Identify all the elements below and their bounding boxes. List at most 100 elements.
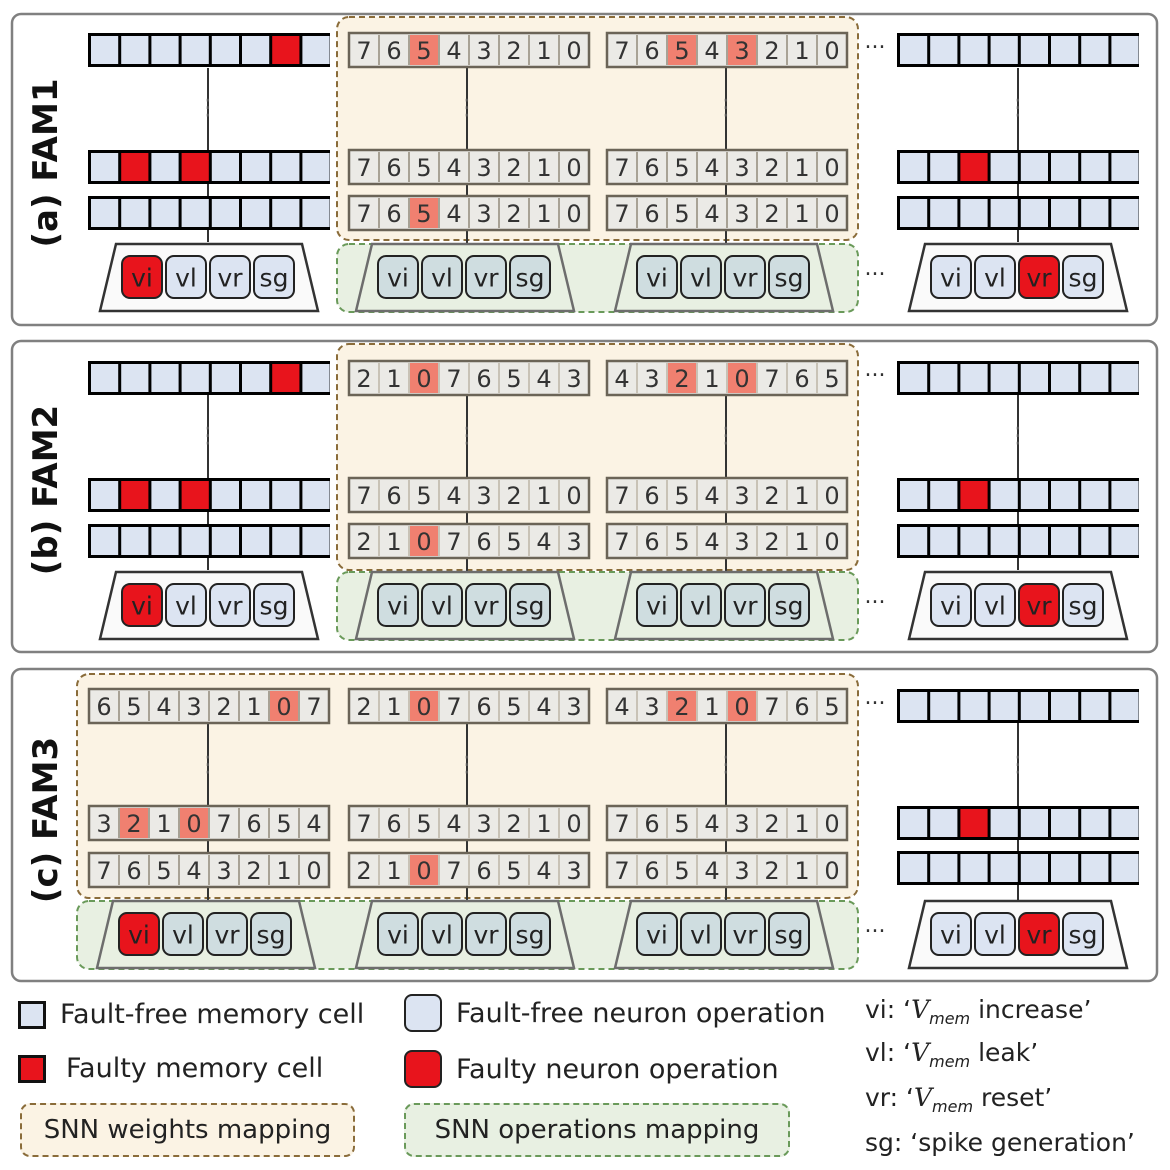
weight-bit-digit: 2 bbox=[674, 693, 689, 721]
fault-free-cell-swatch bbox=[18, 1000, 46, 1029]
weight-bit-digit: 5 bbox=[126, 693, 141, 721]
fault-free-op-label: Fault-free neuron operation bbox=[456, 997, 826, 1029]
op-label-vl: vl bbox=[431, 921, 453, 950]
op-vr bbox=[724, 912, 766, 956]
weight-bit-digit: 2 bbox=[764, 200, 779, 228]
op-label-sg: sg bbox=[516, 592, 545, 621]
weight-bit-digit: 1 bbox=[704, 365, 719, 393]
memory-cell bbox=[181, 199, 209, 227]
memory-cell bbox=[272, 153, 300, 181]
memory-cell bbox=[990, 364, 1018, 392]
weight-bit-digit: 1 bbox=[386, 857, 401, 885]
weight-bit-digit: 6 bbox=[386, 810, 401, 838]
weight-bit-digit: 1 bbox=[246, 693, 261, 721]
weight-bit-digit: 4 bbox=[704, 482, 719, 510]
weight-bit-digit: 5 bbox=[506, 365, 521, 393]
weight-bit-digit: 2 bbox=[126, 810, 141, 838]
op-label-vi: vi bbox=[646, 921, 668, 950]
memory-cell bbox=[302, 527, 330, 555]
weight-bit-digit: 6 bbox=[246, 810, 261, 838]
memory-cell bbox=[91, 36, 119, 64]
memory-cell bbox=[302, 199, 330, 227]
memory-cell bbox=[960, 36, 988, 64]
faulty-op-vr bbox=[1018, 255, 1060, 299]
weight-bit-digit: 6 bbox=[644, 37, 659, 65]
memory-cell bbox=[302, 36, 330, 64]
weight-bit-digit: 2 bbox=[216, 693, 231, 721]
memory-cell bbox=[151, 481, 179, 509]
op-label-vi: vi bbox=[940, 921, 962, 950]
vertical-ellipsis: ⋮ bbox=[715, 753, 737, 778]
weight-bit-digit: 4 bbox=[614, 693, 629, 721]
weight-bit-digit: 4 bbox=[446, 810, 461, 838]
op-label-vr: vr bbox=[732, 264, 758, 293]
faulty-cell-swatch bbox=[18, 1054, 46, 1083]
memory-cell bbox=[930, 809, 958, 837]
memory-cell bbox=[1081, 364, 1109, 392]
op-label-sg: sg bbox=[775, 592, 804, 621]
memory-cell bbox=[930, 153, 958, 181]
memory-cell bbox=[1081, 854, 1109, 882]
op-label-vl: vl bbox=[690, 264, 712, 293]
weight-bit-digit: 1 bbox=[794, 810, 809, 838]
memory-cell bbox=[91, 527, 119, 555]
memory-cell bbox=[990, 36, 1018, 64]
weight-bit-digit: 7 bbox=[764, 365, 779, 393]
panel-label: (a) FAM1 bbox=[26, 79, 66, 248]
memory-cell bbox=[990, 199, 1018, 227]
weight-bit-digit: 6 bbox=[386, 200, 401, 228]
memory-cell bbox=[91, 481, 119, 509]
op-label-vl: vl bbox=[175, 264, 197, 293]
weight-bit-digit: 6 bbox=[794, 693, 809, 721]
memory-cell bbox=[930, 481, 958, 509]
memory-cell bbox=[121, 527, 149, 555]
memory-cell bbox=[900, 364, 928, 392]
memory-cell bbox=[121, 199, 149, 227]
weight-bit-digit: 6 bbox=[386, 154, 401, 182]
weight-bit-digit: 2 bbox=[506, 810, 521, 838]
weight-bit-digit: 0 bbox=[416, 528, 431, 556]
op-vl bbox=[421, 255, 463, 299]
memory-cell bbox=[1111, 153, 1139, 181]
op-vr bbox=[209, 583, 251, 627]
op-label-sg: sg bbox=[1069, 264, 1098, 293]
memory-cell bbox=[900, 153, 928, 181]
memory-cell bbox=[151, 36, 179, 64]
weight-bit-digit: 0 bbox=[566, 200, 581, 228]
op-sg bbox=[250, 912, 292, 956]
memory-cell bbox=[91, 153, 119, 181]
weight-bit-digit: 5 bbox=[416, 37, 431, 65]
memory-cell bbox=[930, 364, 958, 392]
weight-bit-digit: 1 bbox=[536, 200, 551, 228]
op-sg bbox=[509, 255, 551, 299]
weight-bit-digit: 3 bbox=[476, 154, 491, 182]
weight-bit-digit: 1 bbox=[794, 482, 809, 510]
memory-cell bbox=[900, 854, 928, 882]
weight-bit-digit: 0 bbox=[566, 482, 581, 510]
weight-bit-digit: 5 bbox=[156, 857, 171, 885]
op-vi bbox=[930, 912, 972, 956]
weight-bit-digit: 2 bbox=[764, 37, 779, 65]
weight-bit-digit: 3 bbox=[566, 528, 581, 556]
memory-cell bbox=[1020, 364, 1048, 392]
weight-bit-digit: 6 bbox=[644, 482, 659, 510]
weight-bit-digit: 5 bbox=[674, 528, 689, 556]
weight-bit-digit: 6 bbox=[476, 693, 491, 721]
weight-bit-digit: 4 bbox=[704, 200, 719, 228]
weight-bit-digit: 0 bbox=[566, 810, 581, 838]
weight-bit-digit: 4 bbox=[536, 857, 551, 885]
weight-bit-digit: 0 bbox=[416, 693, 431, 721]
horizontal-ellipsis: ··· bbox=[865, 591, 886, 616]
weight-bit-digit: 7 bbox=[306, 693, 321, 721]
weight-bit-digit: 1 bbox=[794, 857, 809, 885]
memory-cell bbox=[272, 199, 300, 227]
memory-cell bbox=[1111, 199, 1139, 227]
op-sg bbox=[509, 583, 551, 627]
memory-cell bbox=[1020, 854, 1048, 882]
ops-mapping-label: SNN operations mapping bbox=[434, 1115, 760, 1145]
faulty-memory-cell bbox=[272, 36, 300, 64]
panel-label: (b) FAM2 bbox=[26, 405, 66, 575]
